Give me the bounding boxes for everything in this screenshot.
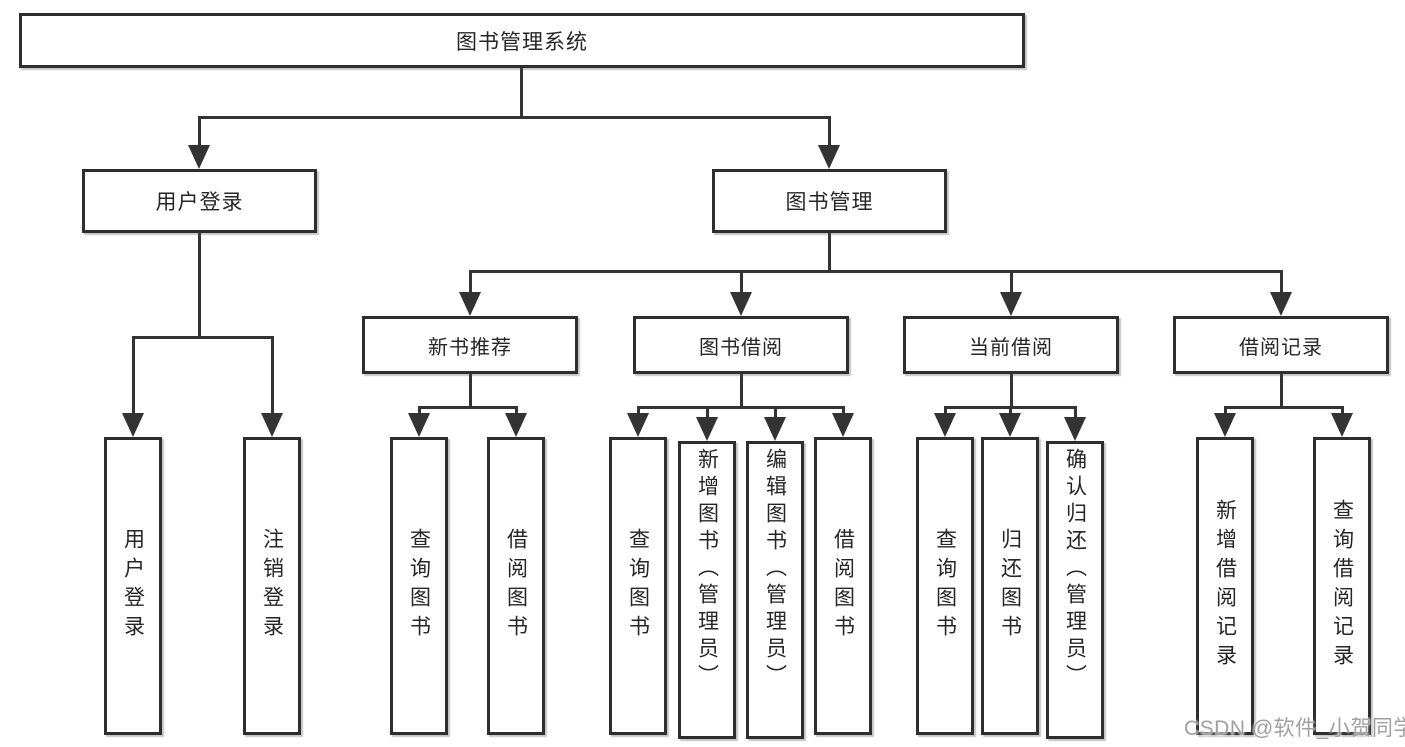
node-label: 新书推荐 <box>428 336 512 359</box>
node-root: 图书管理系统 <box>19 13 1025 68</box>
connector-line <box>828 116 831 150</box>
node-borrow-books-2: 借阅图书 <box>814 437 872 735</box>
node-user-login: 用户登录 <box>104 437 162 735</box>
node-label: 用户登录 <box>121 528 145 644</box>
node-user-login-branch: 用户登录 <box>82 169 317 233</box>
connector-line <box>1224 406 1227 416</box>
node-label: 查询图书 <box>407 528 431 644</box>
node-label: 图书管理 <box>785 191 874 214</box>
node-book-management: 图书管理 <box>712 169 947 233</box>
node-borrow-books-1: 借阅图书 <box>487 437 545 735</box>
node-label: 新增图书（管理员） <box>695 448 719 691</box>
arrow-down-icon <box>1064 417 1086 441</box>
arrow-down-icon <box>1331 413 1353 437</box>
arrow-down-icon <box>122 413 144 437</box>
arrow-down-icon <box>1000 292 1022 316</box>
arrow-down-icon <box>934 413 956 437</box>
node-confirm-return-admin: 确认归还（管理员） <box>1046 441 1104 739</box>
connector-line <box>271 336 274 416</box>
node-label: 图书管理系统 <box>456 30 588 54</box>
connector-line <box>198 116 201 150</box>
node-new-book-recommend: 新书推荐 <box>362 316 578 374</box>
node-label: 确认归还（管理员） <box>1063 448 1087 691</box>
connector-line <box>1341 406 1344 416</box>
arrow-down-icon <box>764 417 786 441</box>
connector-line <box>842 406 845 416</box>
connector-line <box>1010 374 1013 408</box>
arrow-down-icon <box>1270 292 1292 316</box>
connector-line <box>1224 406 1343 409</box>
node-query-books-2: 查询图书 <box>609 437 667 735</box>
connector-line <box>1009 406 1012 416</box>
csdn-watermark: CSDN @软件_小贺同学 <box>1184 717 1405 740</box>
connector-line <box>828 233 831 272</box>
connector-line <box>637 406 640 416</box>
node-return-book: 归还图书 <box>981 437 1039 735</box>
connector-line <box>1010 270 1013 295</box>
connector-line <box>706 406 709 418</box>
arrow-down-icon <box>261 413 283 437</box>
connector-line <box>418 406 421 416</box>
arrow-down-icon <box>505 413 527 437</box>
node-current-borrow: 当前借阅 <box>903 316 1119 374</box>
arrow-down-icon <box>408 413 430 437</box>
node-label: 归还图书 <box>998 528 1022 644</box>
arrow-down-icon <box>832 413 854 437</box>
connector-line <box>740 374 743 408</box>
connector-line <box>1280 374 1283 408</box>
node-query-books-3: 查询图书 <box>916 437 974 735</box>
connector-line <box>469 270 472 295</box>
connector-line <box>198 233 201 338</box>
connector-line <box>1280 270 1283 295</box>
node-label: 编辑图书（管理员） <box>763 448 787 691</box>
connector-line <box>944 406 947 416</box>
node-add-book-admin: 新增图书（管理员） <box>678 441 736 739</box>
node-label: 用户登录 <box>155 191 244 214</box>
connector-line <box>469 374 472 408</box>
arrow-down-icon <box>696 417 718 441</box>
arrow-down-icon <box>999 413 1021 437</box>
arrow-down-icon <box>627 413 649 437</box>
node-label: 图书借阅 <box>699 336 783 359</box>
node-label: 查询借阅记录 <box>1330 499 1354 673</box>
connector-line <box>740 270 743 295</box>
arrow-down-icon <box>188 145 210 169</box>
connector-line <box>637 406 845 409</box>
connector-line <box>469 270 1282 273</box>
connector-line <box>520 68 523 118</box>
connector-line <box>132 336 135 416</box>
node-borrow-records: 借阅记录 <box>1173 316 1389 374</box>
node-logout: 注销登录 <box>243 437 301 735</box>
node-query-books-1: 查询图书 <box>390 437 448 735</box>
arrow-down-icon <box>818 145 840 169</box>
node-label: 查询图书 <box>933 528 957 644</box>
node-label: 新增借阅记录 <box>1213 499 1237 673</box>
arrow-down-icon <box>730 292 752 316</box>
connector-line <box>132 336 274 339</box>
connector-line <box>1074 406 1077 418</box>
node-edit-book-admin: 编辑图书（管理员） <box>746 441 804 739</box>
node-add-borrow-record: 新增借阅记录 <box>1196 437 1254 735</box>
arrow-down-icon <box>459 292 481 316</box>
node-label: 借阅图书 <box>504 528 528 644</box>
node-label: 借阅记录 <box>1239 336 1323 359</box>
connector-line <box>418 406 518 409</box>
node-label: 注销登录 <box>260 528 284 644</box>
connector-line <box>515 406 518 416</box>
node-label: 查询图书 <box>626 528 650 644</box>
node-label: 当前借阅 <box>969 336 1053 359</box>
arrow-down-icon <box>1214 413 1236 437</box>
node-query-borrow-record: 查询借阅记录 <box>1313 437 1371 735</box>
connector-line <box>198 116 830 119</box>
node-book-borrow: 图书借阅 <box>633 316 849 374</box>
connector-line <box>774 406 777 418</box>
node-label: 借阅图书 <box>831 528 855 644</box>
